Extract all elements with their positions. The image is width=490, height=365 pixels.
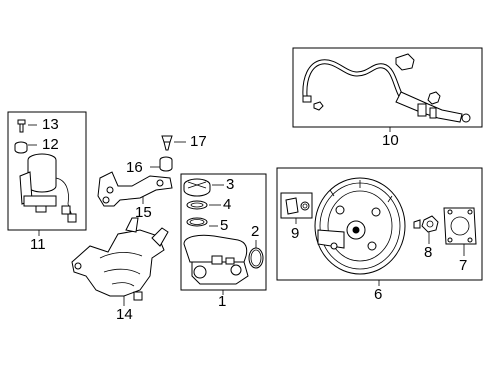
callout-14: 14 — [116, 306, 133, 323]
callout-16: 16 — [126, 159, 143, 176]
pump-assembly-frame — [7, 111, 87, 231]
callout-10: 10 — [382, 132, 399, 149]
callout-8: 8 — [424, 244, 433, 261]
callout-12: 12 — [42, 136, 59, 153]
callout-2: 2 — [251, 223, 260, 240]
callout-13: 13 — [42, 116, 59, 133]
callout-3: 3 — [226, 176, 235, 193]
callout-9: 9 — [291, 225, 300, 242]
booster-nut — [413, 215, 439, 233]
callout-1: 1 — [218, 293, 227, 310]
callout-6: 6 — [374, 286, 383, 303]
callout-15: 15 — [135, 204, 152, 221]
vacuum-hose — [302, 53, 471, 123]
callout-4: 4 — [223, 196, 232, 213]
booster-assembly-frame — [276, 167, 483, 281]
grommet — [159, 156, 173, 172]
vacuum-pump — [14, 119, 77, 223]
master-cylinder — [183, 178, 264, 285]
callout-7: 7 — [459, 257, 468, 274]
heat-shield — [71, 217, 169, 301]
pump-bracket — [97, 171, 173, 207]
callout-17: 17 — [190, 133, 207, 150]
check-valve-box — [280, 192, 313, 219]
brake-booster — [314, 177, 406, 275]
callout-11: 11 — [30, 236, 46, 253]
push-clip — [161, 135, 173, 151]
callout-5: 5 — [220, 217, 229, 234]
booster-gasket — [443, 207, 477, 245]
hose-assembly-frame — [292, 47, 483, 128]
master-cylinder-frame — [180, 173, 267, 291]
